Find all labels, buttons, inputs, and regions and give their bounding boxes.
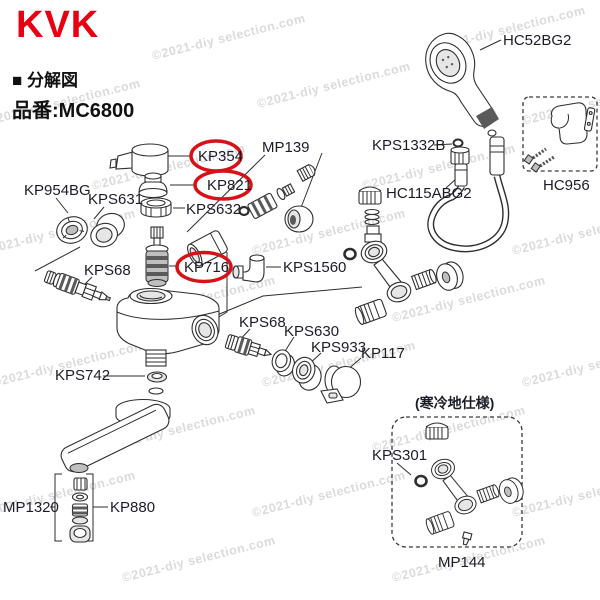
inset-hc956 bbox=[522, 96, 598, 173]
handle-kp354-drawing bbox=[109, 143, 169, 177]
part-label-kps631: KPS631 bbox=[88, 191, 144, 208]
assembly-mp139-drawing bbox=[187, 163, 316, 267]
part-label-kps742: KPS742 bbox=[55, 367, 111, 384]
part-label-hc52bg2: HC52BG2 bbox=[503, 32, 572, 49]
part-label-kps630: KPS630 bbox=[284, 323, 340, 340]
oring-kps742-drawing bbox=[146, 371, 168, 395]
wall-bracket-drawing bbox=[343, 186, 467, 326]
ring-kps630-drawing bbox=[271, 349, 295, 377]
inset-cold-region bbox=[391, 416, 527, 548]
part-label-kps68-mid: KPS68 bbox=[239, 314, 286, 331]
part-label-kp821: KP821 bbox=[207, 177, 253, 194]
inset-caption-cold-region: (寒冷地仕様) bbox=[415, 395, 495, 411]
part-label-kp117: KP117 bbox=[361, 345, 405, 362]
shower-hose-drawing bbox=[427, 175, 510, 253]
part-label-kps68-left: KPS68 bbox=[84, 262, 131, 279]
cap-kp821-drawing bbox=[138, 172, 168, 199]
spout-mp1320-drawing bbox=[60, 398, 171, 473]
part-label-kp354: KP354 bbox=[198, 148, 244, 165]
part-label-kp716: KP716 bbox=[184, 259, 230, 276]
product-number: 品番:MC6800 bbox=[12, 100, 135, 122]
part-label-kps301: KPS301 bbox=[372, 447, 428, 464]
part-label-kp954bg: KP954BG bbox=[24, 182, 91, 199]
part-label-hc115abg2: HC115ABG2 bbox=[386, 185, 472, 202]
highlight-ellipses bbox=[175, 139, 253, 284]
part-label-kps933: KPS933 bbox=[311, 339, 367, 356]
valve-kps68-mid-drawing bbox=[224, 334, 273, 358]
kvk-logo: KVK bbox=[16, 4, 100, 46]
aerator-kp880-drawing bbox=[69, 477, 91, 543]
diagram-type-heading: ■ 分解図 bbox=[12, 71, 78, 90]
part-label-kps1560: KPS1560 bbox=[283, 259, 347, 276]
part-label-kp880: KP880 bbox=[110, 499, 156, 516]
part-label-kps632: KPS632 bbox=[186, 201, 242, 218]
highlight-ellipse-kp716 bbox=[175, 250, 233, 284]
nut-kps631-drawing bbox=[90, 212, 125, 248]
spindle-kps68-left-drawing bbox=[43, 270, 112, 302]
ring-kps933-drawing bbox=[291, 356, 322, 391]
shower-head-hc52bg2-drawing bbox=[425, 32, 505, 176]
faucet-body-drawing bbox=[116, 287, 220, 367]
ring-kp954bg-drawing bbox=[56, 216, 88, 244]
cartridge-kp716-drawing bbox=[145, 226, 169, 287]
elbow-kps1560-drawing bbox=[232, 254, 265, 283]
cap-kp117-drawing bbox=[320, 365, 362, 404]
part-label-hc956: HC956 bbox=[543, 177, 590, 194]
ring-kps632-drawing bbox=[140, 197, 172, 218]
oring-kps1332b-drawing bbox=[452, 138, 464, 148]
part-label-mp1320: MP1320 bbox=[3, 499, 59, 516]
highlight-ellipse-kp821 bbox=[193, 169, 253, 201]
part-label-mp139: MP139 bbox=[262, 139, 310, 156]
part-label-kps1332b: KPS1332B bbox=[372, 137, 446, 154]
adapter-hc115abg2-drawing bbox=[450, 146, 470, 187]
part-label-mp144: MP144 bbox=[438, 554, 486, 571]
